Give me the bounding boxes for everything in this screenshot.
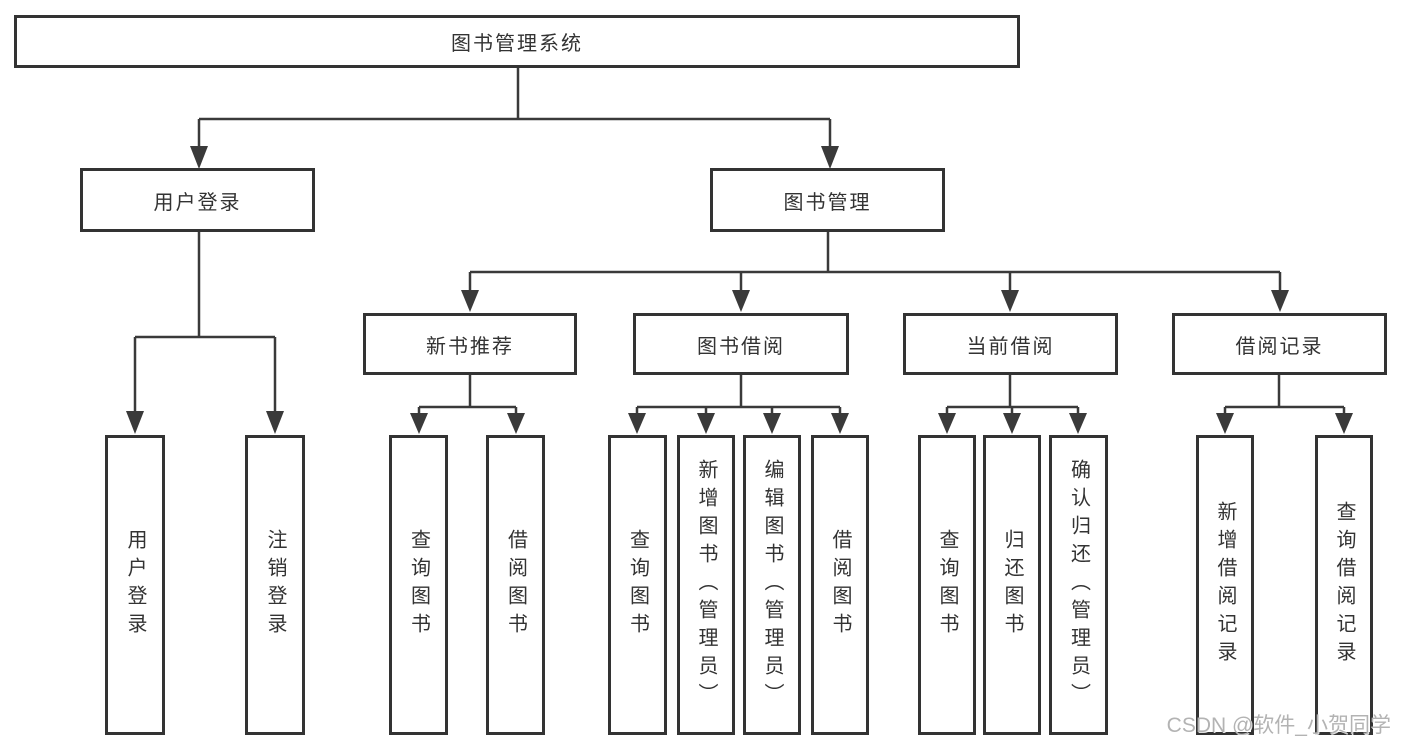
leaf-add-books-admin: 新增图书（管理员） — [677, 435, 735, 735]
leaf-borrow-books-borrowing: 借阅图书 — [811, 435, 869, 735]
leaf-query-books-current: 查询图书 — [918, 435, 976, 735]
node-new-book-recommend-label: 新书推荐 — [426, 335, 514, 358]
leaf-query-books-recommend-label: 查询图书 — [407, 529, 430, 641]
leaf-return-books: 归还图书 — [983, 435, 1041, 735]
leaf-logout-label: 注销登录 — [264, 529, 286, 641]
node-book-management: 图书管理 — [710, 168, 945, 232]
leaf-edit-books-admin: 编辑图书（管理员） — [743, 435, 801, 735]
connector-root-to-level2 — [190, 68, 839, 169]
leaf-query-books-current-label: 查询图书 — [936, 529, 958, 641]
leaf-query-books-recommend: 查询图书 — [389, 435, 448, 735]
node-current-borrowing-label: 当前借阅 — [966, 335, 1055, 358]
node-book-borrowing-label: 图书借阅 — [697, 335, 785, 358]
leaf-logout: 注销登录 — [245, 435, 305, 735]
leaf-query-books-borrowing: 查询图书 — [608, 435, 667, 735]
leaf-borrow-books-borrowing-label: 借阅图书 — [829, 529, 851, 641]
connector-book-management-to-level3 — [461, 232, 1289, 312]
leaf-query-borrow-record-label: 查询借阅记录 — [1333, 501, 1355, 669]
leaf-add-borrow-record-label: 新增借阅记录 — [1214, 501, 1236, 669]
leaf-confirm-return-admin-label: 确认归还（管理员） — [1067, 459, 1090, 711]
node-new-book-recommend: 新书推荐 — [363, 313, 577, 375]
leaf-add-books-admin-label: 新增图书（管理员） — [695, 459, 717, 711]
leaf-edit-books-admin-label: 编辑图书（管理员） — [761, 459, 783, 711]
leaf-borrow-books-recommend: 借阅图书 — [486, 435, 545, 735]
csdn-watermark: CSDN @软件_小贺同学 — [1166, 714, 1391, 737]
node-root-library-system: 图书管理系统 — [14, 15, 1020, 68]
connector-user-login-to-leaves — [126, 232, 284, 434]
leaf-add-borrow-record: 新增借阅记录 — [1196, 435, 1254, 735]
leaf-borrow-books-recommend-label: 借阅图书 — [504, 529, 527, 641]
node-root-label: 图书管理系统 — [451, 33, 583, 55]
node-book-management-label: 图书管理 — [783, 191, 872, 214]
connector-book-borrowing-to-leaves — [628, 375, 849, 434]
node-borrowing-records: 借阅记录 — [1172, 313, 1387, 375]
node-user-login: 用户登录 — [80, 168, 315, 232]
leaf-query-borrow-record: 查询借阅记录 — [1315, 435, 1373, 735]
leaf-return-books-label: 归还图书 — [1001, 529, 1023, 641]
connector-borrowing-records-to-leaves — [1216, 375, 1353, 434]
node-borrowing-records-label: 借阅记录 — [1235, 335, 1324, 358]
node-current-borrowing: 当前借阅 — [903, 313, 1118, 375]
leaf-user-login: 用户登录 — [105, 435, 165, 735]
node-user-login-label: 用户登录 — [153, 191, 242, 214]
node-book-borrowing: 图书借阅 — [633, 313, 849, 375]
leaf-confirm-return-admin: 确认归还（管理员） — [1049, 435, 1108, 735]
connector-current-borrowing-to-leaves — [938, 375, 1087, 434]
connector-new-book-recommend-to-leaves — [410, 375, 525, 434]
leaf-user-login-label: 用户登录 — [124, 529, 146, 641]
leaf-query-books-borrowing-label: 查询图书 — [626, 529, 649, 641]
